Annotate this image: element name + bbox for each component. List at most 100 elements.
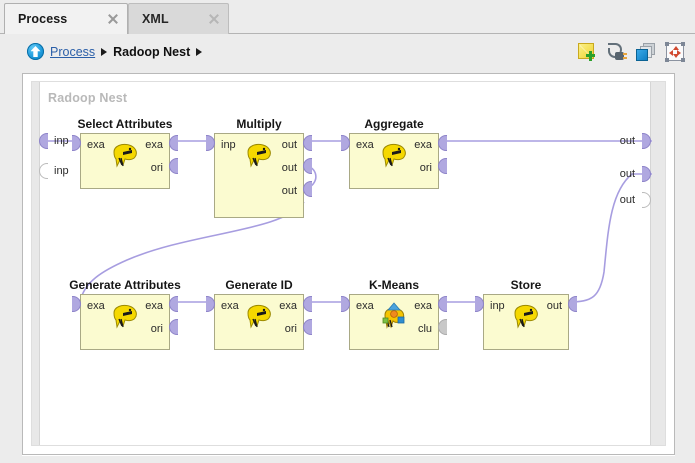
operator-output-label: out [281,139,297,151]
operator-output-port[interactable] [303,181,312,197]
nest-output-port-1[interactable] [642,133,651,149]
operator-output-port[interactable] [438,135,447,151]
operator-select-attributes[interactable]: Select Attributes exa exa ori [72,117,178,189]
operator-title: K-Means [368,278,420,292]
nest-output-port-3[interactable] [642,192,651,208]
nest-input-port-1-label: inp [54,135,69,147]
operator-output-port-cluster[interactable] [438,319,447,335]
hadoop-elephant-icon [247,143,271,168]
operator-output-label: exa [279,300,297,312]
nest-output-port-1-label: out [619,135,635,147]
operator-title: Aggregate [364,117,424,131]
operator-output-label: exa [145,139,163,151]
operator-output-port[interactable] [303,158,312,174]
breadcrumb-current-radoop-nest[interactable]: Radoop Nest [113,44,191,59]
tab-bar-divider [0,33,695,34]
hadoop-elephant-icon [113,143,137,168]
operator-aggregate[interactable]: Aggregate exa exa ori [341,117,447,189]
tab-xml-label: XML [142,12,169,26]
layers-icon[interactable] [636,42,656,62]
operator-input-port[interactable] [72,296,81,312]
operator-output-port[interactable] [169,158,178,174]
nest-right-boundary [650,82,665,445]
connection [568,173,652,303]
operator-input-port[interactable] [341,135,350,151]
close-icon[interactable] [105,11,121,27]
operator-input-port[interactable] [206,296,215,312]
operator-input-label: exa [87,139,105,151]
hadoop-elephant-icon [514,304,538,329]
tab-process-label: Process [18,12,68,26]
breadcrumb: Process Radoop Nest [27,43,203,60]
plug-icon[interactable] [607,42,627,62]
operator-title: Select Attributes [77,117,173,131]
operator-output-label: clu [417,323,432,335]
operator-input-label: exa [87,300,105,312]
operator-generate-attributes[interactable]: Generate Attributes exa exa ori [69,278,181,350]
breadcrumb-separator-icon [101,47,108,56]
operator-output-port[interactable] [568,296,577,312]
operator-input-port[interactable] [341,296,350,312]
operator-output-label: ori [150,162,163,174]
operator-title: Generate ID [225,278,293,292]
up-arrow-icon[interactable] [27,43,44,60]
operator-input-label: exa [356,300,374,312]
operator-output-port[interactable] [169,319,178,335]
breadcrumb-row: Process Radoop Nest [0,34,695,72]
nest-left-boundary [32,82,40,445]
nest-output-port-2-label: out [619,168,635,180]
operator-multiply[interactable]: Multiply inp out out out [206,117,312,218]
operator-input-port[interactable] [475,296,484,312]
nest-input-port-1[interactable] [39,133,48,149]
nest-output-port-2[interactable] [642,166,651,182]
hadoop-elephant-icon [113,304,137,329]
operator-output-label: exa [145,300,163,312]
operator-output-port[interactable] [303,296,312,312]
tab-xml[interactable]: XML [128,3,229,34]
operator-output-port[interactable] [169,296,178,312]
operator-title: Multiply [236,117,282,131]
operator-output-label: ori [419,162,432,174]
nest-output-port-3-label: out [619,194,635,206]
nest-input-port-2[interactable] [39,163,48,179]
operator-title: Generate Attributes [69,278,181,292]
process-canvas[interactable]: Radoop Nest [22,73,675,455]
hadoop-kmeans-icon [382,302,405,329]
operator-output-label: exa [414,139,432,151]
radoop-nest-container: Radoop Nest [31,81,666,446]
hadoop-elephant-icon [382,143,406,168]
breadcrumb-separator-icon [196,47,203,56]
operator-output-port[interactable] [303,135,312,151]
nest-input-port-2-label: inp [54,165,69,177]
operator-output-label: ori [284,323,297,335]
operator-input-label: exa [356,139,374,151]
nest-title-label: Radoop Nest [48,91,128,105]
operator-store[interactable]: Store inp out [475,278,577,350]
editor-toolbar [578,42,685,62]
operator-input-label: inp [221,139,236,151]
operator-output-port[interactable] [438,296,447,312]
operator-output-label: out [281,185,297,197]
tab-bar: Process XML [0,0,695,34]
operator-output-label: exa [414,300,432,312]
operator-title: Store [510,278,542,292]
operator-output-label: out [281,162,297,174]
operator-input-label: exa [221,300,239,312]
operator-output-port[interactable] [303,319,312,335]
close-icon[interactable] [206,11,222,27]
process-panel: Process Radoop Nest [0,34,695,463]
operator-input-port[interactable] [72,135,81,151]
operator-input-label: inp [490,300,505,312]
operator-output-label: out [546,300,562,312]
operator-output-port[interactable] [169,135,178,151]
auto-fit-icon[interactable] [665,42,685,62]
hadoop-elephant-icon [247,304,271,329]
breadcrumb-link-process[interactable]: Process [50,44,96,59]
add-note-icon[interactable] [578,42,598,62]
operator-k-means[interactable]: K-Means exa exa clu [341,278,447,350]
operator-output-port[interactable] [438,158,447,174]
operator-generate-id[interactable]: Generate ID exa exa ori [206,278,312,350]
tab-process[interactable]: Process [4,3,128,34]
operator-input-port[interactable] [206,135,215,151]
